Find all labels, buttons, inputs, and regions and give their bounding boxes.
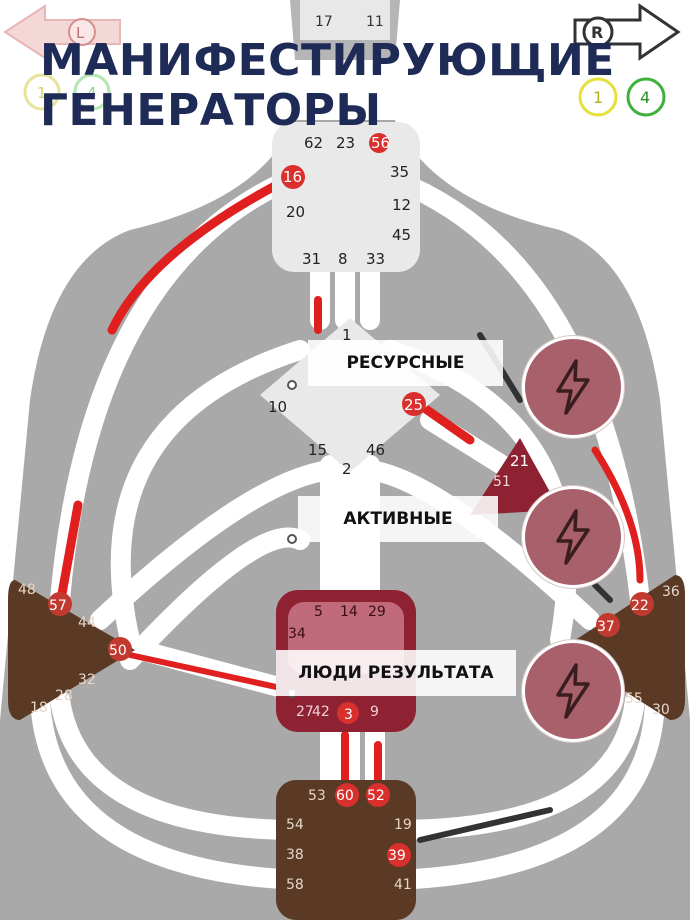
page-title: МАНИФЕСТИРУЮЩИЕ ГЕНЕРАТОРЫ <box>40 36 615 136</box>
gate-label: 19 <box>394 817 412 833</box>
gate-label: 38 <box>286 847 304 863</box>
gate-label: 5 <box>314 604 323 620</box>
solar-gates: 36 22 37 6 55 30 <box>596 584 680 718</box>
gate-label: 11 <box>366 14 384 30</box>
gate-label: 32 <box>78 672 96 688</box>
label-text: АКТИВНЫЕ <box>343 509 453 529</box>
gate-label: 9 <box>370 704 379 720</box>
gate-label: 20 <box>286 203 305 221</box>
gate-label: 17 <box>315 14 333 30</box>
gate-dot <box>48 592 72 616</box>
gate-label: 28 <box>55 688 73 704</box>
gate-label: 60 <box>336 788 354 804</box>
root-gates: 53 60 52 54 19 38 39 58 41 <box>286 783 412 893</box>
label-active: АКТИВНЫЕ <box>298 496 498 542</box>
gate-label: 27 <box>296 704 314 720</box>
gate-dot <box>108 637 132 661</box>
solar-plexus-center <box>560 575 685 720</box>
gate-label: 42 <box>312 704 330 720</box>
gate-label: 39 <box>388 848 406 864</box>
gate-dot <box>402 392 426 416</box>
label-resource: РЕСУРСНЫЕ <box>308 340 503 386</box>
gate-dot <box>337 702 359 724</box>
gate-label: 51 <box>493 474 511 490</box>
gate-label: 10 <box>268 398 287 416</box>
gate-label: 48 <box>18 582 36 598</box>
resource-badge <box>522 336 624 438</box>
pointer-dot <box>287 534 297 544</box>
corner-number: 1 <box>37 84 47 102</box>
gate-label: 22 <box>631 598 649 614</box>
spleen-center <box>8 580 135 720</box>
gate-label: 3 <box>344 707 353 723</box>
corner-number: 1 <box>593 88 603 107</box>
gate-label: 14 <box>340 604 358 620</box>
gate-label: 57 <box>49 598 67 614</box>
gate-label: 2 <box>342 460 352 478</box>
label-text: ЛЮДИ РЕЗУЛЬТАТА <box>298 663 494 683</box>
corner-number: 4 <box>640 88 650 107</box>
gate-label: 44 <box>78 615 96 631</box>
gate-label: 1 <box>342 326 352 344</box>
gate-label: 31 <box>302 250 321 268</box>
gate-label: 25 <box>404 396 423 414</box>
gate-label: 34 <box>288 626 306 642</box>
gate-label: 46 <box>366 441 385 459</box>
gate-label: 53 <box>308 788 326 804</box>
gate-label: 8 <box>338 250 348 268</box>
gate-label: 52 <box>367 788 385 804</box>
gate-dot <box>335 783 359 807</box>
gate-label: 54 <box>286 817 304 833</box>
gate-label: 15 <box>308 441 327 459</box>
label-text: РЕСУРСНЫЕ <box>346 353 465 373</box>
heart-center <box>470 438 560 515</box>
throat-gates: 62 23 56 16 20 35 12 45 31 8 33 <box>281 133 411 268</box>
active-badge <box>522 486 624 588</box>
gate-dot <box>369 133 389 153</box>
throat-center <box>272 122 420 272</box>
lightning-icon <box>556 359 590 415</box>
title-line-1: МАНИФЕСТИРУЮЩИЕ <box>40 35 615 86</box>
gate-label: 12 <box>392 196 411 214</box>
gate-dot <box>630 592 654 616</box>
sacral-gates: 5 14 29 34 27 42 3 9 <box>288 604 386 724</box>
lightning-icon <box>556 663 590 719</box>
results-badge <box>522 640 624 742</box>
gate-label: 33 <box>366 250 385 268</box>
gate-label: 16 <box>283 168 302 186</box>
pointer-dot <box>287 380 297 390</box>
lightning-icon <box>556 509 590 565</box>
head-center <box>300 0 390 40</box>
gate-dot <box>281 165 305 189</box>
g-gates: 1 10 25 15 46 2 <box>268 326 426 478</box>
gate-label: 29 <box>368 604 386 620</box>
title-line-2: ГЕНЕРАТОРЫ <box>40 85 382 136</box>
root-center <box>276 780 416 920</box>
label-results: ЛЮДИ РЕЗУЛЬТАТА <box>276 650 516 696</box>
corner-number: 4 <box>87 84 97 102</box>
gate-dot <box>366 783 390 807</box>
left-arrow: L 1 4 <box>3 4 121 111</box>
gate-label: 21 <box>510 452 529 470</box>
gate-label: 62 <box>304 134 323 152</box>
gate-label: 58 <box>286 877 304 893</box>
gate-label: 35 <box>390 163 409 181</box>
gate-label: 36 <box>662 584 680 600</box>
gate-label: 41 <box>394 877 412 893</box>
gate-label: 18 <box>30 700 48 716</box>
spleen-gates: 48 57 44 50 32 28 18 <box>18 582 132 716</box>
gate-label: 30 <box>652 702 670 718</box>
gate-label: 45 <box>392 226 411 244</box>
gate-label: 37 <box>597 619 615 635</box>
gate-label: 55 <box>625 691 643 707</box>
corner-letter: R <box>591 23 603 42</box>
gate-label: 56 <box>371 134 390 152</box>
gate-label: 23 <box>336 134 355 152</box>
gate-label: 50 <box>109 643 127 659</box>
right-arrow: R 1 4 <box>573 3 681 117</box>
corner-letter: L <box>76 24 85 42</box>
gate-dot <box>387 843 411 867</box>
gate-dot <box>596 613 620 637</box>
